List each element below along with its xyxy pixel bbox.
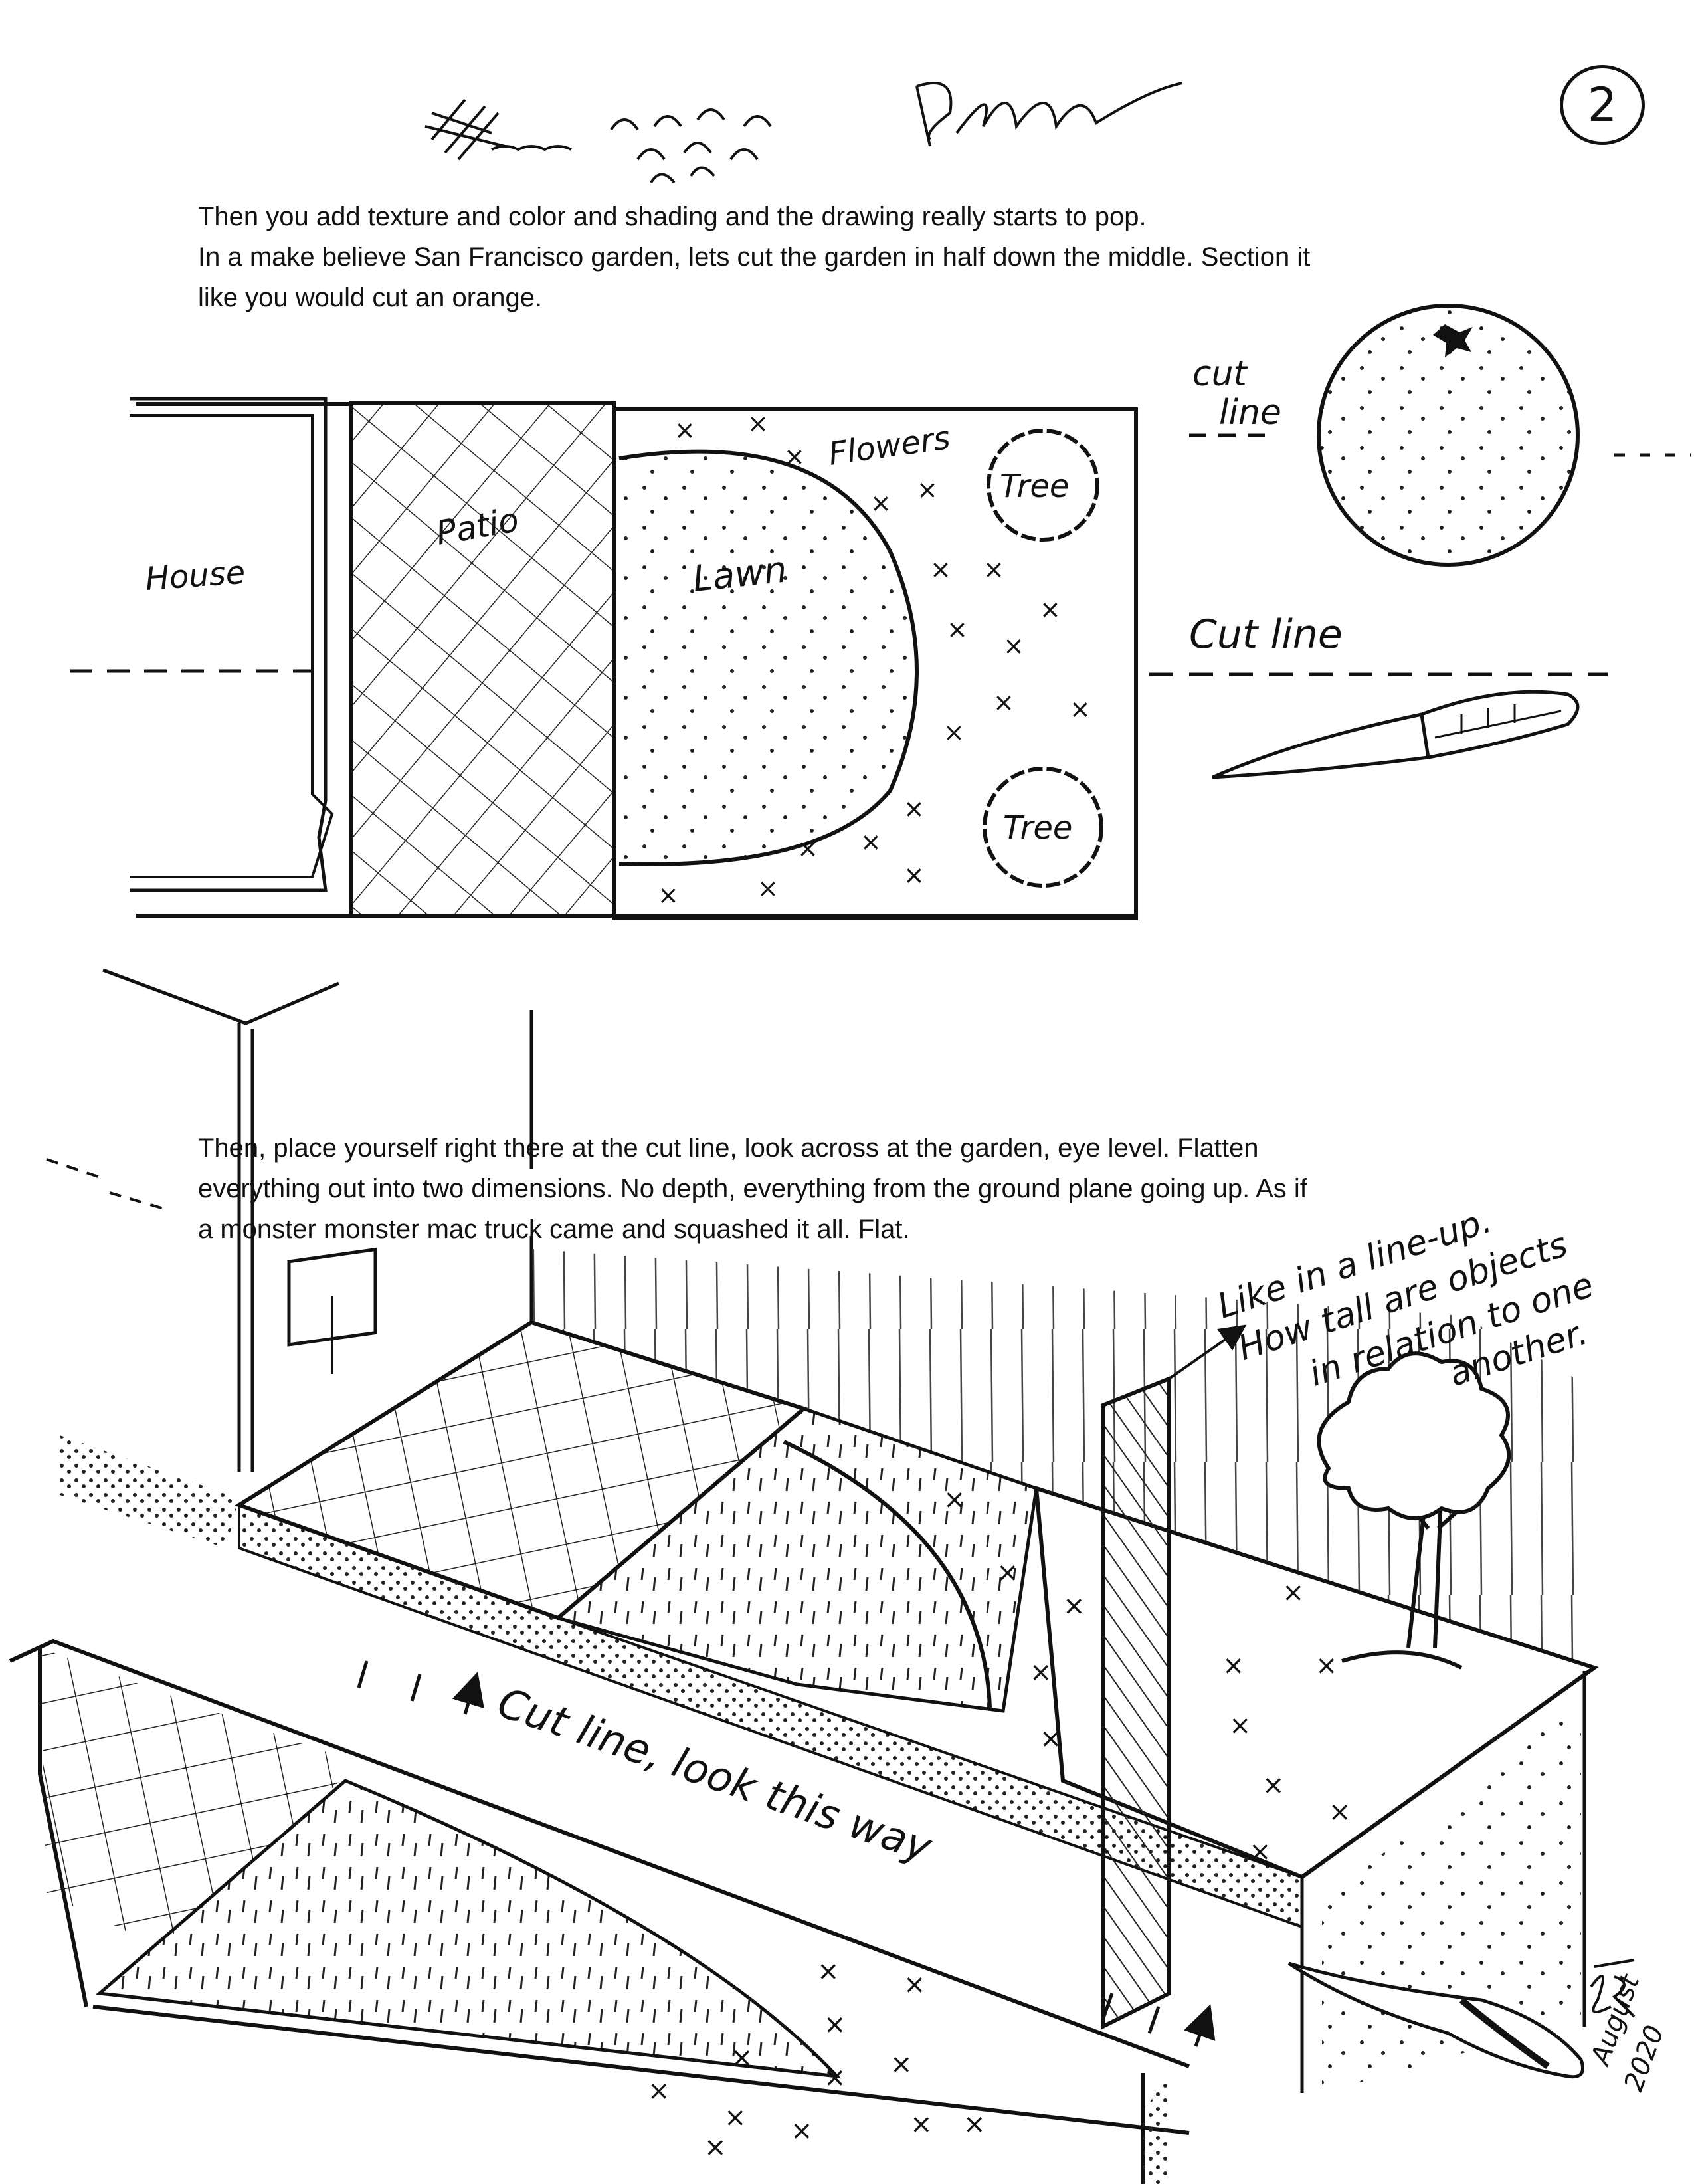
- orange-illustration: cut line: [1189, 304, 1691, 567]
- svg-text:×: ×: [747, 409, 769, 438]
- svg-text:×: ×: [797, 834, 818, 863]
- svg-text:×: ×: [1315, 1650, 1338, 1681]
- intro-paragraph: Then you add texture and color and shadi…: [198, 197, 1520, 318]
- svg-text:×: ×: [903, 860, 925, 890]
- svg-text:×: ×: [1040, 1724, 1062, 1754]
- foreground-knife-icon: [1287, 1961, 1584, 2079]
- svg-text:×: ×: [791, 2116, 813, 2146]
- note-line-4: another.: [1444, 1312, 1592, 1395]
- height-marker-post: [1101, 1375, 1171, 2030]
- lawn-area: [618, 449, 919, 866]
- svg-text:×: ×: [903, 794, 925, 823]
- svg-text:×: ×: [1329, 1797, 1351, 1827]
- svg-text:×: ×: [674, 415, 696, 445]
- svg-text:×: ×: [1249, 1837, 1271, 1867]
- label-tree-bottom: Tree: [1003, 809, 1072, 846]
- svg-text:×: ×: [704, 2132, 727, 2163]
- soil-section: [238, 1503, 1303, 1929]
- svg-text:×: ×: [993, 688, 1014, 717]
- svg-text:×: ×: [930, 555, 951, 584]
- svg-text:×: ×: [731, 2042, 753, 2073]
- svg-text:×: ×: [1003, 631, 1024, 660]
- label-tree-top: Tree: [1000, 468, 1069, 505]
- intro-line-3: like you would cut an orange.: [198, 283, 543, 312]
- svg-text:×: ×: [903, 1969, 926, 2000]
- middle-paragraph: Then, place yourself right there at the …: [198, 1128, 1520, 1250]
- flower-marks: × × × × × × × × × × × × × × × × × × ×: [658, 409, 1091, 910]
- svg-text:×: ×: [658, 880, 679, 910]
- label-knife-cut-line: Cut line: [1189, 611, 1343, 658]
- svg-text:×: ×: [870, 488, 892, 518]
- svg-text:×: ×: [784, 442, 805, 471]
- svg-text:×: ×: [943, 718, 965, 747]
- svg-text:×: ×: [947, 615, 968, 644]
- orange-stem-icon: [1433, 324, 1473, 357]
- label-patio: Patio: [433, 500, 521, 553]
- signature-month: August: [1584, 1970, 1646, 2070]
- label-house: House: [144, 554, 246, 598]
- svg-text:×: ×: [1063, 1591, 1085, 1621]
- label-orange-cut: cut: [1192, 354, 1248, 394]
- svg-text:×: ×: [943, 1484, 966, 1515]
- label-flowers: Flowers: [826, 419, 953, 473]
- svg-text:×: ×: [824, 2062, 846, 2093]
- tree-icon: [1317, 1351, 1511, 1670]
- svg-text:×: ×: [983, 555, 1004, 584]
- svg-text:×: ×: [1040, 595, 1061, 624]
- svg-text:×: ×: [648, 2076, 670, 2106]
- tree-top-canopy: [987, 429, 1099, 542]
- flower-bed-plane: [1034, 1485, 1599, 1880]
- tree-bottom-canopy: [983, 767, 1103, 888]
- patio-area: [349, 401, 616, 918]
- svg-text:×: ×: [817, 1956, 840, 1987]
- svg-text:×: ×: [860, 827, 882, 856]
- label-orange-line: line: [1219, 393, 1281, 433]
- cut-line-look-this-way-label: Cut line, look this way: [492, 1678, 939, 1872]
- intro-line-1: Then you add texture and color and shadi…: [198, 202, 1147, 231]
- page-number: 2: [1560, 65, 1645, 145]
- svg-text:×: ×: [963, 2109, 986, 2139]
- svg-text:×: ×: [917, 475, 938, 504]
- svg-text:×: ×: [757, 874, 779, 903]
- house-wall: [130, 397, 328, 892]
- middle-line-1: Then, place yourself right there at the …: [198, 1134, 1259, 1163]
- svg-text:×: ×: [1222, 1650, 1245, 1681]
- header-sketch-marks: [424, 82, 1183, 184]
- signature-year: 2020: [1618, 2021, 1670, 2095]
- foreground-lawn: [96, 1779, 842, 2079]
- svg-text:×: ×: [1030, 1657, 1052, 1688]
- signature: August 2020: [1584, 1959, 1670, 2095]
- knife-blade-icon: [1211, 712, 1430, 779]
- lawn-plane: [554, 1407, 1038, 1713]
- svg-text:×: ×: [1229, 1710, 1252, 1741]
- svg-text:×: ×: [1282, 1577, 1305, 1608]
- svg-text:×: ×: [1070, 694, 1091, 724]
- svg-text:×: ×: [1262, 1770, 1285, 1801]
- knife-handle-icon: [1420, 690, 1580, 759]
- patio-plane: [235, 1320, 808, 1621]
- flower-marks-perspective: ××× ××× ××× ××× ××× ××× ××× ×××: [648, 1484, 1351, 2163]
- house-window: [287, 1247, 377, 1347]
- garden-plan: × × × × × × × × × × × × × × × × × × × House Patio La…: [70, 397, 1138, 920]
- middle-line-3: a monster monster mac truck came and squ…: [198, 1215, 910, 1244]
- svg-text:×: ×: [724, 2102, 747, 2133]
- orange: [1317, 304, 1580, 567]
- middle-line-2: everything out into two dimensions. No d…: [198, 1174, 1307, 1203]
- note-line-3: in relation to one: [1305, 1265, 1598, 1395]
- knife-illustration: Cut line: [1149, 611, 1608, 779]
- svg-text:×: ×: [910, 2109, 933, 2139]
- garden-box: [612, 407, 1138, 920]
- svg-text:×: ×: [996, 1557, 1019, 1588]
- signature-initials: [1590, 1959, 1636, 2018]
- svg-text:×: ×: [824, 2009, 846, 2040]
- intro-line-2: In a make believe San Francisco garden, …: [198, 243, 1311, 272]
- back-fence: [531, 1249, 1594, 1668]
- svg-text:×: ×: [890, 2049, 913, 2080]
- label-lawn: Lawn: [691, 548, 789, 599]
